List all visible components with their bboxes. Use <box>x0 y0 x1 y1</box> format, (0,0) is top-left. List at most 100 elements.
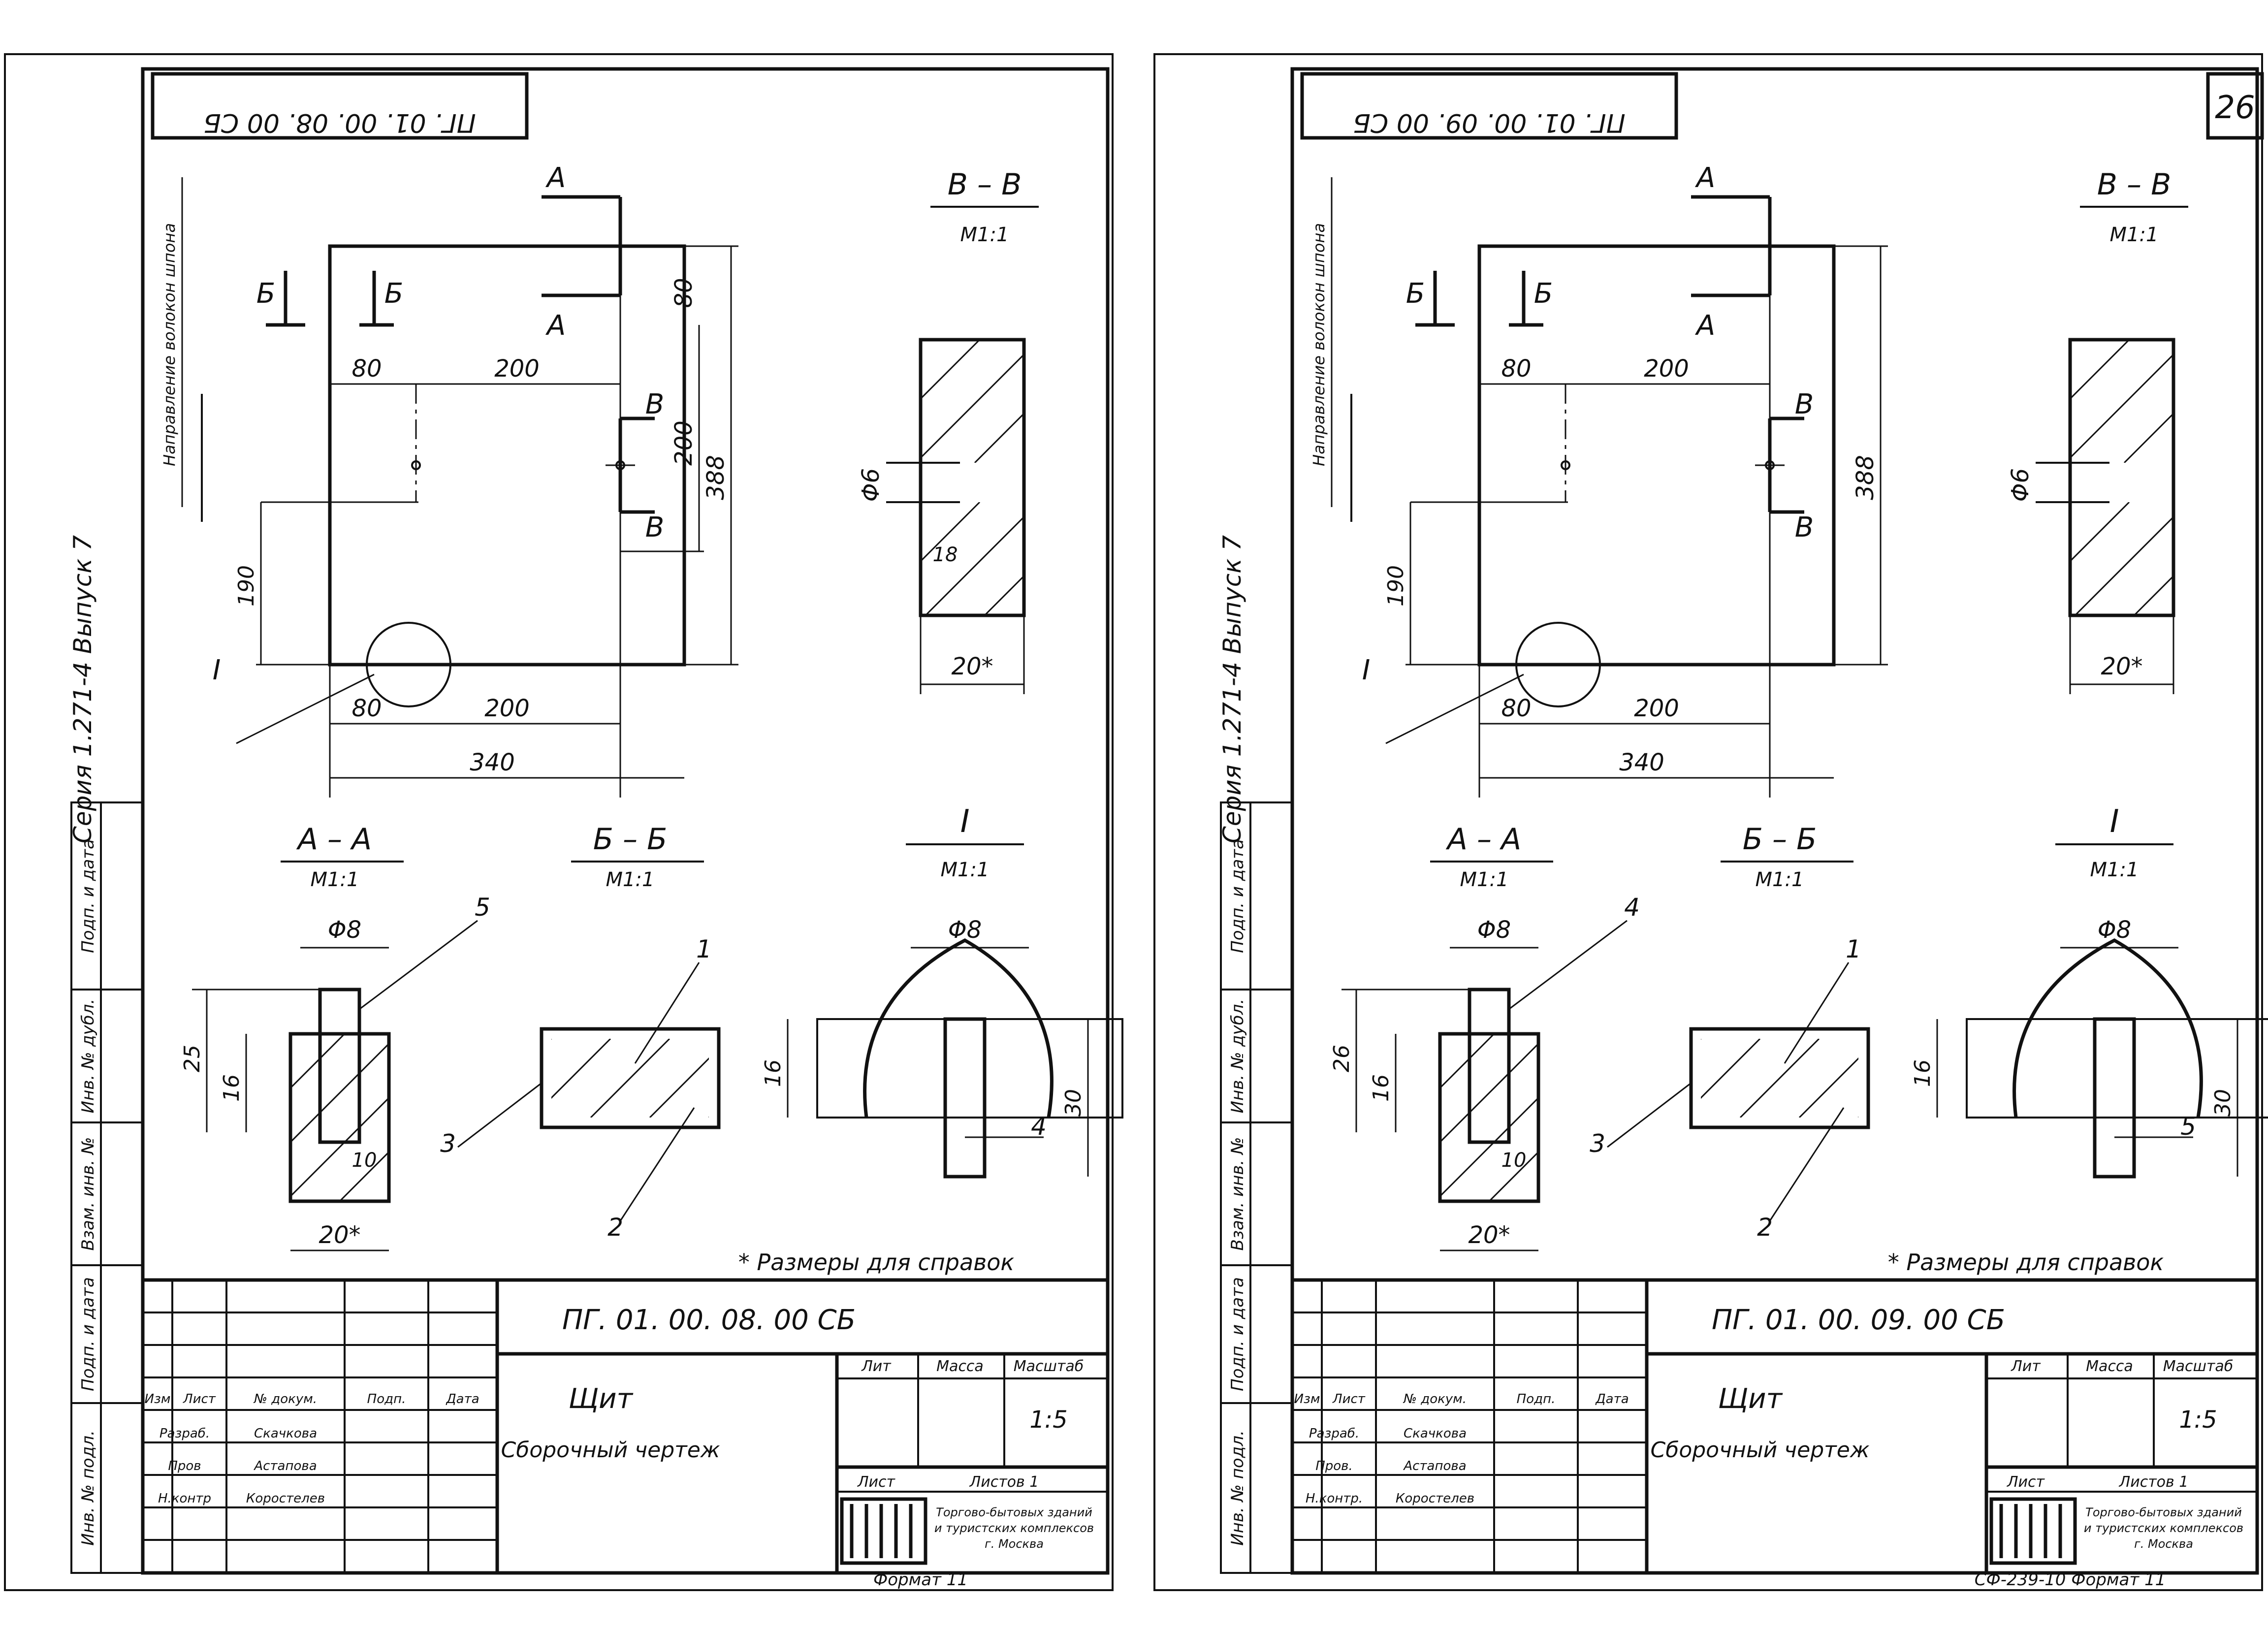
hatch-line <box>1440 1096 1538 1198</box>
title-col-header: № докум. <box>1403 1392 1467 1407</box>
section-aa-dia: Φ8 <box>1477 916 1511 944</box>
grain-direction-note: Направление волокон шпона <box>1310 223 1328 466</box>
top-doc-code: ПГ. 01. 00. 09. 00 СБ <box>1353 108 1626 137</box>
section-bb-board <box>540 1027 721 1129</box>
section-bb-part-3: 3 <box>1590 1129 1605 1158</box>
strip-label: Подп. и дата <box>1228 1277 1247 1391</box>
role-label: Разраб. <box>1309 1426 1359 1441</box>
section-vv-scale: М1:1 <box>2110 224 2159 246</box>
hatch-line <box>290 1042 389 1144</box>
role-name: Скачкова <box>254 1426 317 1441</box>
section-aa-10: 10 <box>1501 1149 1527 1172</box>
hatch-line <box>2133 575 2173 615</box>
dim-200-bottom: 200 <box>484 695 530 722</box>
hatch-line <box>2070 340 2130 400</box>
section-aa-title: А – А <box>1445 822 1521 857</box>
section-vv-scale: М1:1 <box>960 224 1009 246</box>
section-vv-title: В – В <box>2097 167 2171 202</box>
series-issue-text: Серия 1.271-4 Выпуск 7 <box>1218 535 1246 843</box>
hatch-line <box>1440 1042 1538 1144</box>
section-aa-hatch <box>1440 1034 1538 1201</box>
dim-80-top: 80 <box>351 355 382 383</box>
callout-leader <box>236 673 375 744</box>
strip-label: Инв. № дубл. <box>1228 999 1247 1114</box>
title-col-header: № докум. <box>253 1392 317 1407</box>
strip-label: Взам. инв. № <box>78 1137 98 1251</box>
part-leader <box>1784 962 1850 1064</box>
dim-200-right: 200 <box>670 420 698 466</box>
dim-190: 190 <box>1383 565 1408 607</box>
sheet-number: 26 <box>2215 90 2255 126</box>
dim-width-340: 340 <box>470 749 515 776</box>
title-col-header: Изм <box>145 1392 171 1407</box>
hatch-line <box>921 502 981 563</box>
section-bb-title: Б – Б <box>593 822 667 857</box>
scale-value: 1:5 <box>1029 1406 1067 1434</box>
callout-label-I: I <box>1362 654 1371 686</box>
strip-label: Подп. и дата <box>78 1277 98 1391</box>
title-col-header: Дата <box>446 1392 479 1407</box>
reference-note: * Размеры для справок <box>1888 1249 2164 1276</box>
sheets-count-label: Листов 1 <box>969 1473 1039 1491</box>
dim-200-top: 200 <box>1644 355 1689 383</box>
section-vv-width: 20* <box>2101 653 2142 680</box>
section-aa-scale: М1:1 <box>311 868 359 891</box>
section-aa-25: 25 <box>180 1045 205 1072</box>
title-doc-code: ПГ. 01. 00. 09. 00 СБ <box>1712 1304 2005 1336</box>
section-aa-16: 16 <box>1369 1074 1394 1102</box>
scale-value: 1:5 <box>2179 1406 2217 1434</box>
detail-i-16: 16 <box>1910 1059 1935 1087</box>
cut-label-V-bottom: В <box>645 512 664 544</box>
hatch-line <box>2070 353 2173 459</box>
sheets-count-label: Листов 1 <box>2119 1473 2189 1491</box>
section-bb-board <box>1689 1027 1870 1129</box>
dim-200-top: 200 <box>494 355 540 383</box>
part-leader <box>634 962 700 1064</box>
role-label: Разраб. <box>160 1426 210 1441</box>
hatch-line <box>921 353 1024 459</box>
section-aa-title: А – А <box>296 822 372 857</box>
hatch-line <box>2074 515 2173 615</box>
section-bb-part-2: 2 <box>607 1213 623 1242</box>
hatch-line <box>1488 1151 1538 1201</box>
org-name-3: г. Москва <box>2134 1537 2193 1551</box>
hatch-line <box>925 515 1024 615</box>
section-vv-hatch-bottom <box>2070 502 2173 615</box>
dim-width-340: 340 <box>1619 749 1664 776</box>
hatch-line <box>2123 412 2173 463</box>
dim-388: 388 <box>1852 455 1879 500</box>
hatch-line <box>974 412 1024 463</box>
detail-i-30: 30 <box>1061 1089 1086 1117</box>
strip-label: Подп. и дата <box>78 839 98 953</box>
strip-label: Подп. и дата <box>1228 839 1247 953</box>
section-aa-part: 5 <box>475 893 490 922</box>
outer-frame <box>4 53 1114 1591</box>
format-label: СФ-239-10 Формат 11 <box>1975 1570 2166 1590</box>
section-aa-width: 20* <box>319 1221 360 1249</box>
panel-outline <box>1477 244 1836 667</box>
hatch-line <box>339 1151 389 1201</box>
role-label: Пров. <box>1315 1459 1353 1473</box>
part-leader <box>457 1082 542 1148</box>
title-name: Щит <box>1718 1383 1783 1415</box>
title-col-header: Подп. <box>1517 1392 1556 1407</box>
mass-label: Масса <box>936 1358 984 1375</box>
detail-i-breakout <box>2012 938 2203 1118</box>
hatch-line <box>290 1034 346 1089</box>
section-bb-part-1: 1 <box>696 935 712 963</box>
section-aa-dowel <box>1468 988 1511 1144</box>
hatch-line <box>551 1039 611 1099</box>
section-aa-hatch <box>290 1034 389 1201</box>
dim-80-top: 80 <box>1501 355 1531 383</box>
cut-label-A-top: А <box>545 162 566 194</box>
format-label: Формат 11 <box>873 1570 968 1590</box>
cut-label-V-top: В <box>645 388 664 420</box>
title-col-header: Лист <box>183 1392 216 1407</box>
detail-i-part: 4 <box>1031 1112 1047 1141</box>
section-aa-16: 16 <box>219 1074 244 1102</box>
mass-label: Масса <box>2086 1358 2133 1375</box>
section-bb-part-1: 1 <box>1846 935 1861 963</box>
top-code-box <box>151 72 529 140</box>
